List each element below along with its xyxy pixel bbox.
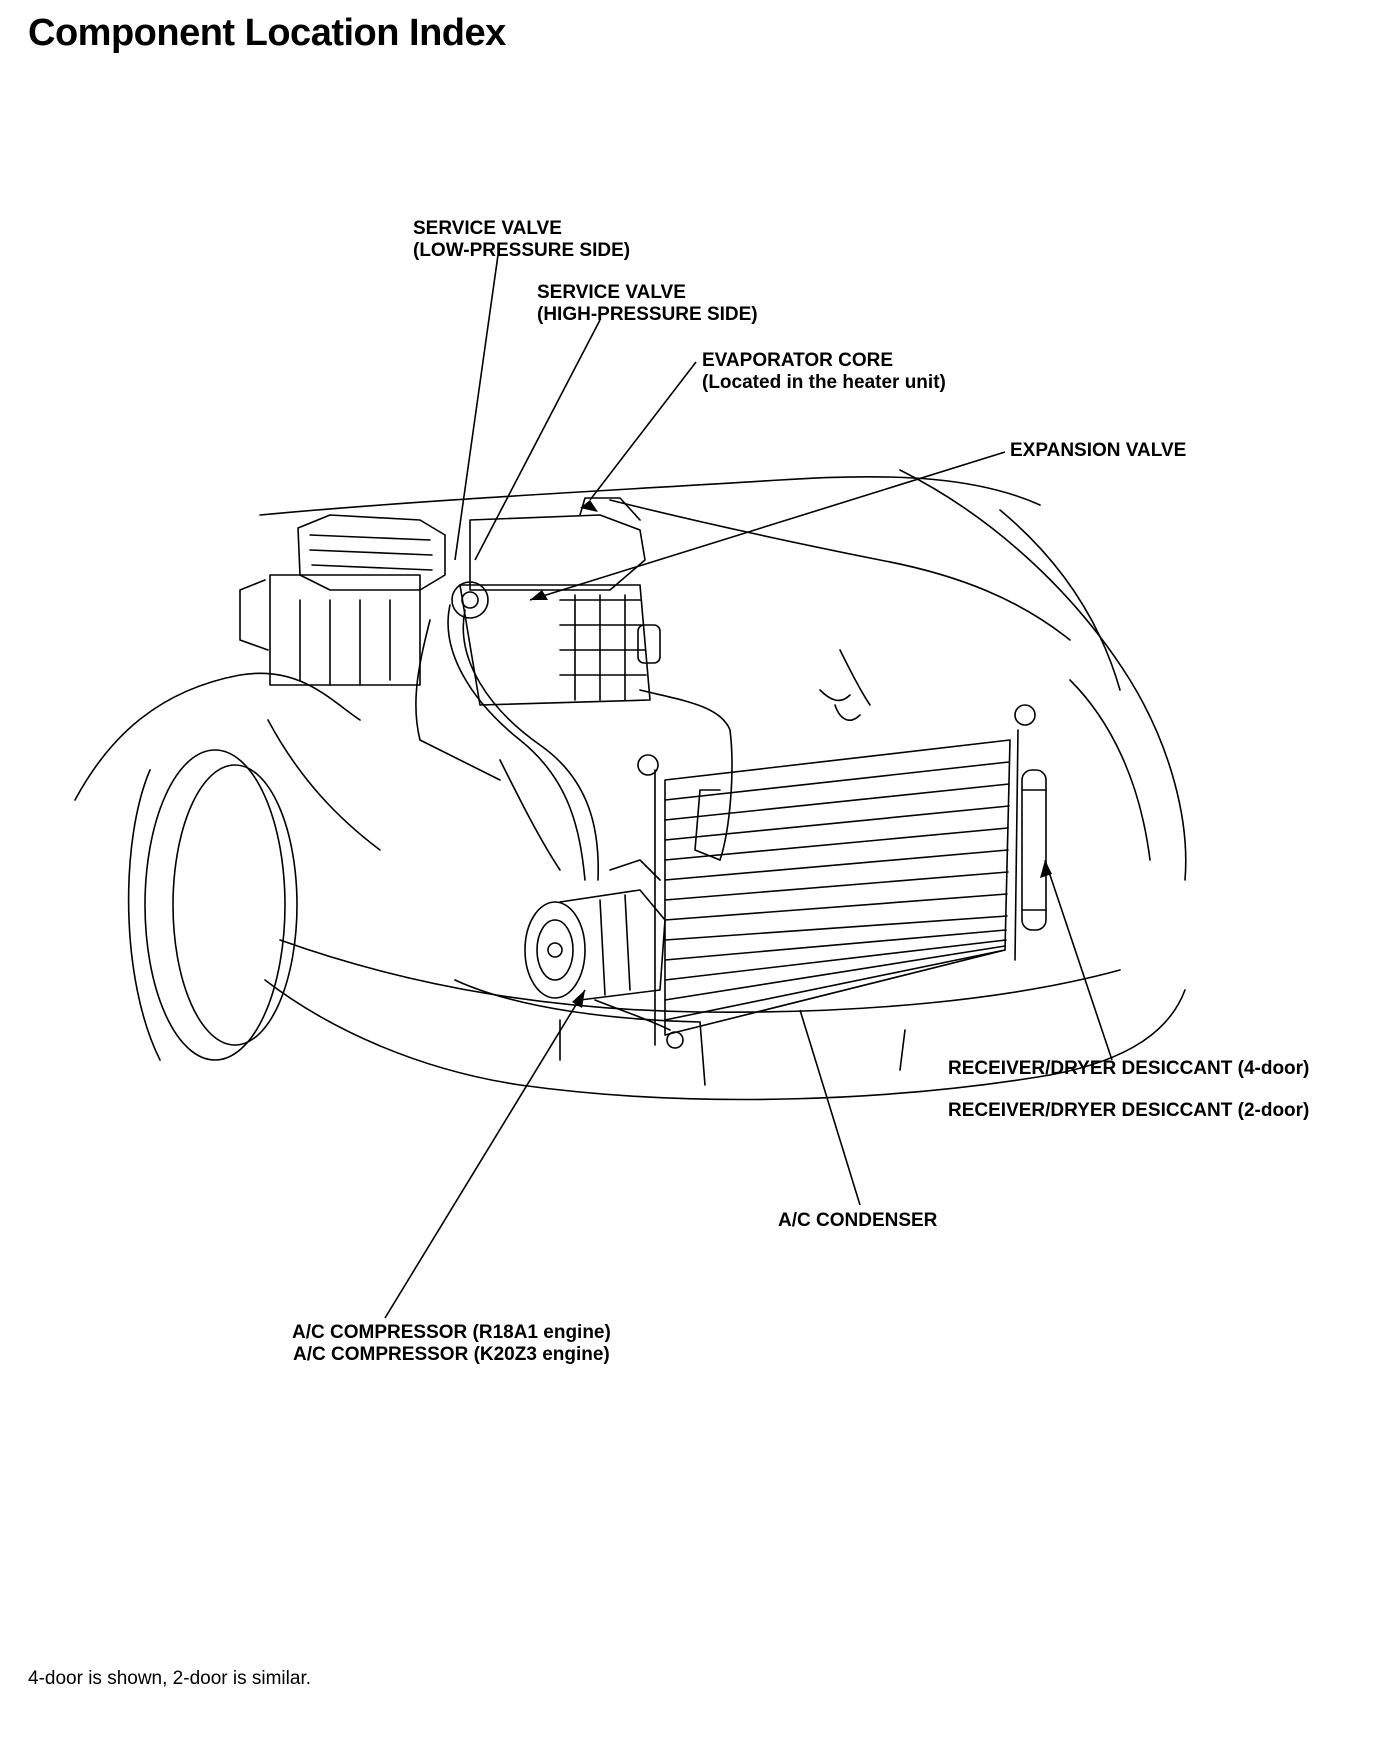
label-ac-condenser: A/C CONDENSER xyxy=(778,1210,937,1232)
label-line: (HIGH-PRESSURE SIDE) xyxy=(537,304,758,325)
label-line: A/C COMPRESSOR (K20Z3 engine) xyxy=(293,1344,610,1365)
label-line: (LOW-PRESSURE SIDE) xyxy=(413,240,631,261)
leader-service-valve-high xyxy=(474,319,601,561)
leader-lines xyxy=(384,254,1113,1319)
ac-condenser-drawing xyxy=(637,704,1036,1049)
label-line: EXPANSION VALVE xyxy=(1010,440,1187,461)
label-ac-compressor: A/C COMPRESSOR (R18A1 engine) A/C COMPRE… xyxy=(292,1322,611,1366)
leader-compressor xyxy=(384,989,586,1319)
label-expansion-valve: EXPANSION VALVE xyxy=(1010,440,1186,462)
ac-compressor-drawing xyxy=(524,859,666,1001)
label-evaporator-core: EVAPORATOR CORE (Located in the heater u… xyxy=(702,350,946,394)
front-wheel xyxy=(127,749,298,1061)
heater-unit xyxy=(239,497,661,706)
refrigerant-lines xyxy=(415,604,733,1031)
label-line: RECEIVER/DRYER DESICCANT (4-door) xyxy=(948,1058,1310,1079)
label-line: SERVICE VALVE xyxy=(413,218,562,239)
receiver-dryer-drawing xyxy=(1021,769,1047,931)
label-line: (Located in the heater unit) xyxy=(702,372,946,393)
label-line: A/C CONDENSER xyxy=(778,1210,938,1231)
label-service-valve-low: SERVICE VALVE (LOW-PRESSURE SIDE) xyxy=(413,218,630,262)
leader-arrowheads xyxy=(530,500,1052,1008)
label-receiver-dryer: RECEIVER/DRYER DESICCANT (4-door) RECEIV… xyxy=(948,1058,1309,1122)
footnote: 4-door is shown, 2-door is similar. xyxy=(28,1668,311,1689)
leader-evaporator-core xyxy=(589,361,697,501)
label-line: A/C COMPRESSOR (R18A1 engine) xyxy=(292,1322,611,1343)
label-service-valve-high: SERVICE VALVE (HIGH-PRESSURE SIDE) xyxy=(537,282,758,326)
leader-service-valve-low xyxy=(454,254,499,561)
car-body-outline xyxy=(74,469,1187,1101)
label-line: EVAPORATOR CORE xyxy=(702,350,894,371)
leader-condenser xyxy=(799,1009,861,1206)
leader-receiver-dryer xyxy=(1044,859,1113,1061)
label-line: SERVICE VALVE xyxy=(537,282,686,303)
page-title: Component Location Index xyxy=(28,12,506,54)
hood-emblem xyxy=(819,689,861,721)
leader-expansion-valve xyxy=(529,451,1006,601)
label-line: RECEIVER/DRYER DESICCANT (2-door) xyxy=(948,1100,1310,1121)
